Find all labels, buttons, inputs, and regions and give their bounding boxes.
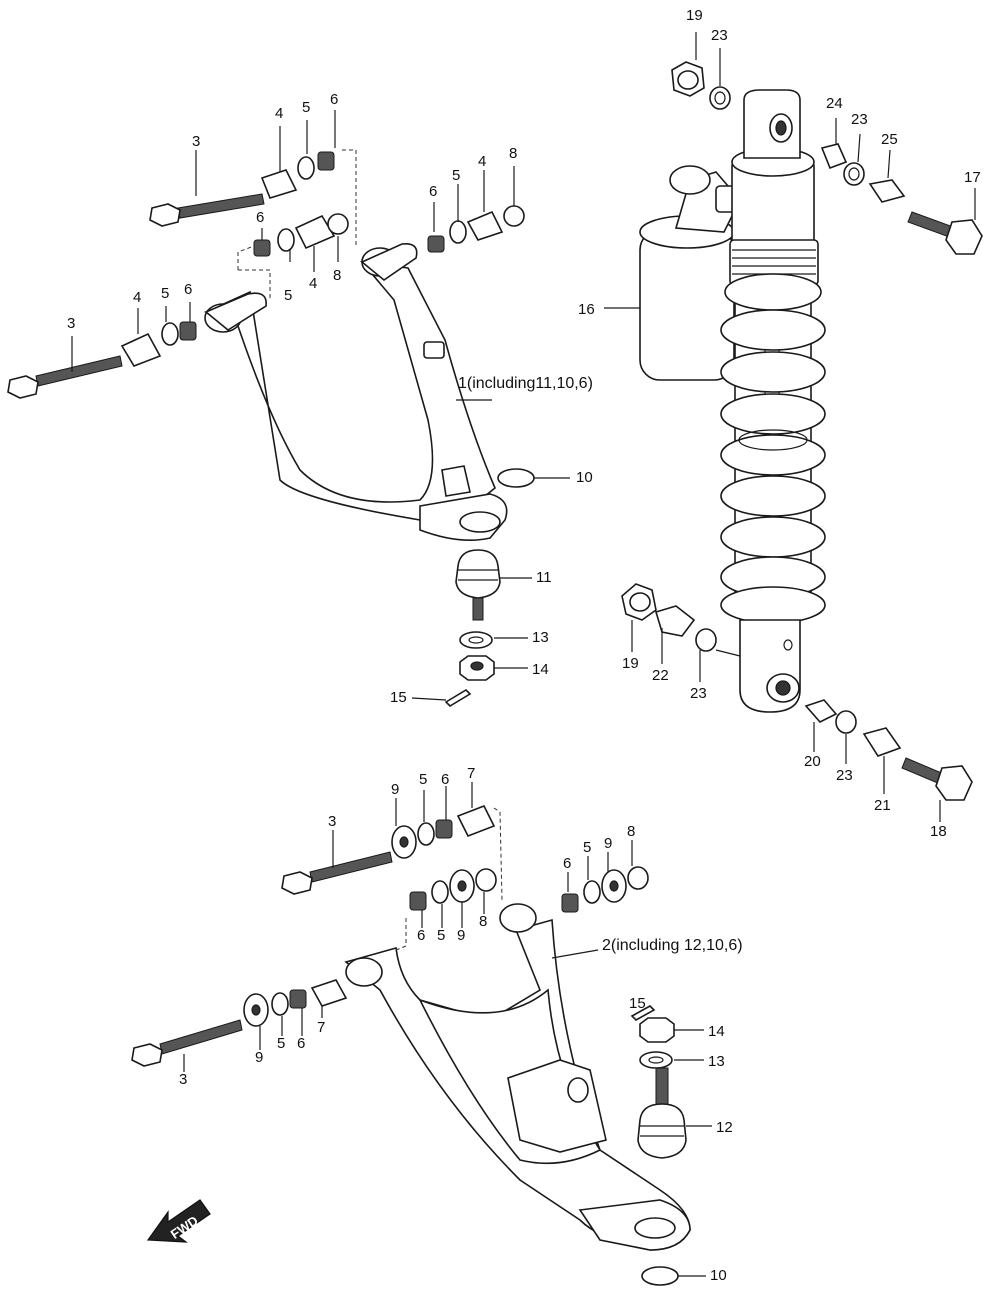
callout-5: 5 [452,167,461,184]
callout-22: 22 [652,667,669,684]
upper-a-arm [7,110,570,708]
callout-4: 4 [309,275,318,292]
callout-2: 2(including 12,10,6) [602,937,743,954]
callout-13: 13 [708,1053,725,1070]
callout-6: 6 [429,183,438,200]
shock-leader-lines [604,32,976,822]
callout-1: 1(including11,10,6) [458,375,593,392]
callout-23: 23 [836,767,853,784]
callout-15: 15 [390,689,407,706]
callout-9: 9 [457,927,466,944]
callout-5: 5 [419,771,428,788]
callout-14: 14 [532,661,549,678]
callout-5: 5 [302,99,311,116]
callout-10: 10 [710,1267,727,1284]
shock-absorber [604,32,983,822]
callout-18: 18 [930,823,947,840]
callout-7: 7 [317,1019,326,1036]
callout-15: 15 [629,995,646,1012]
callout-13: 13 [532,629,549,646]
upper-mount-hardware [671,61,983,255]
callout-10: 10 [576,469,593,486]
callout-6: 6 [184,281,193,298]
callout-3: 3 [192,133,201,150]
forward-direction-arrow: FWD [146,1199,211,1243]
callout-4: 4 [275,105,284,122]
callout-25: 25 [881,131,898,148]
callout-6: 6 [330,91,339,108]
callout-3: 3 [179,1071,188,1088]
callout-3: 3 [328,813,337,830]
shock-upper-body [729,89,819,286]
callout-5: 5 [437,927,446,944]
callout-8: 8 [627,823,636,840]
callout-8: 8 [479,913,488,930]
callout-4: 4 [478,153,487,170]
callout-12: 12 [716,1119,733,1136]
callout-9: 9 [391,781,400,798]
callout-5: 5 [277,1035,286,1052]
callout-19: 19 [686,7,703,24]
callout-5: 5 [284,287,293,304]
lower-mount-hardware [621,583,973,801]
callout-21: 21 [874,797,891,814]
callout-3: 3 [67,315,76,332]
lower-a-arm [131,782,712,1286]
callout-19: 19 [622,655,639,672]
callout-23: 23 [690,685,707,702]
callout-6: 6 [563,855,572,872]
callout-8: 8 [509,145,518,162]
callout-6: 6 [297,1035,306,1052]
callout-8: 8 [333,267,342,284]
callout-16: 16 [578,301,595,318]
callout-23: 23 [851,111,868,128]
callout-6: 6 [256,209,265,226]
callout-11: 11 [536,569,552,586]
callout-5: 5 [583,839,592,856]
callout-6: 6 [441,771,450,788]
callout-6: 6 [417,927,426,944]
callout-7: 7 [467,765,476,782]
callout-14: 14 [708,1023,725,1040]
shock-spring [720,273,826,624]
shock-lower-eye [739,619,801,713]
callout-20: 20 [804,753,821,770]
callout-5: 5 [161,285,170,302]
callout-24: 24 [826,95,843,112]
callout-9: 9 [255,1049,264,1066]
callout-17: 17 [964,169,981,186]
callout-23: 23 [711,27,728,44]
callout-4: 4 [133,289,142,306]
callout-9: 9 [604,835,613,852]
